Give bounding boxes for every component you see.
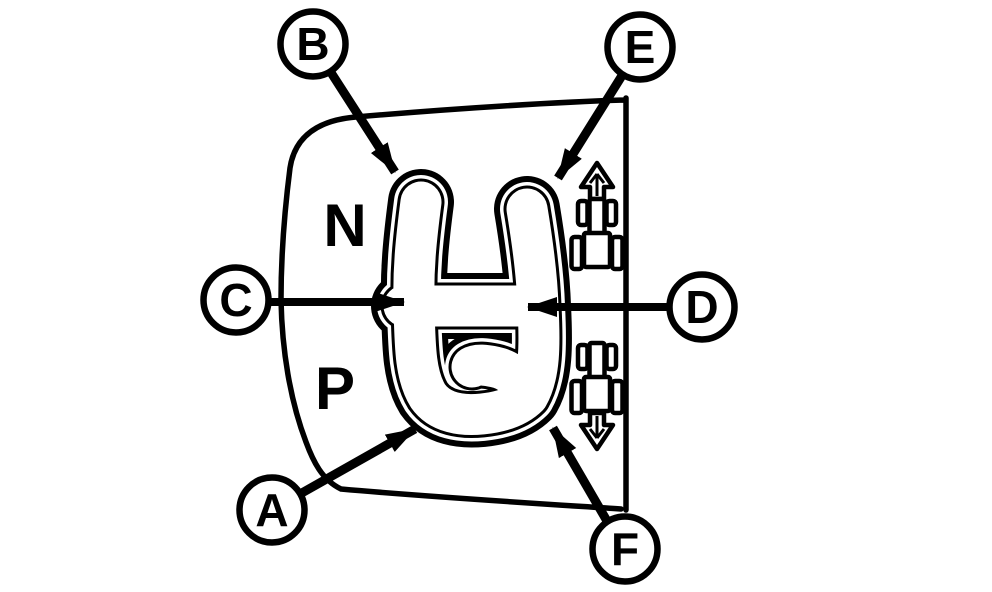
callout-f: F — [549, 425, 661, 585]
callout-b: B — [277, 8, 399, 175]
callout-d: D — [527, 271, 738, 343]
callout-b-arrow — [326, 68, 399, 175]
up-arrow-icon — [578, 160, 616, 202]
svg-text:A: A — [255, 484, 288, 536]
neutral-label: N — [323, 192, 366, 259]
callout-c: C — [200, 264, 405, 336]
tractor-reverse-icon — [569, 340, 625, 416]
callout-a: A — [236, 425, 418, 546]
down-arrow-icon — [578, 410, 616, 452]
svg-text:B: B — [296, 18, 329, 70]
tractor-forward-icon — [569, 196, 625, 272]
callout-a-arrow — [297, 425, 418, 498]
svg-text:D: D — [685, 281, 718, 333]
shift-gate — [404, 202, 539, 415]
callout-e: E — [554, 11, 676, 181]
park-label: P — [315, 355, 355, 422]
callout-e-arrow — [554, 71, 627, 181]
callout-f-arrow — [549, 425, 611, 524]
svg-text:C: C — [219, 274, 252, 326]
svg-text:E: E — [625, 21, 656, 73]
svg-text:F: F — [611, 523, 639, 575]
